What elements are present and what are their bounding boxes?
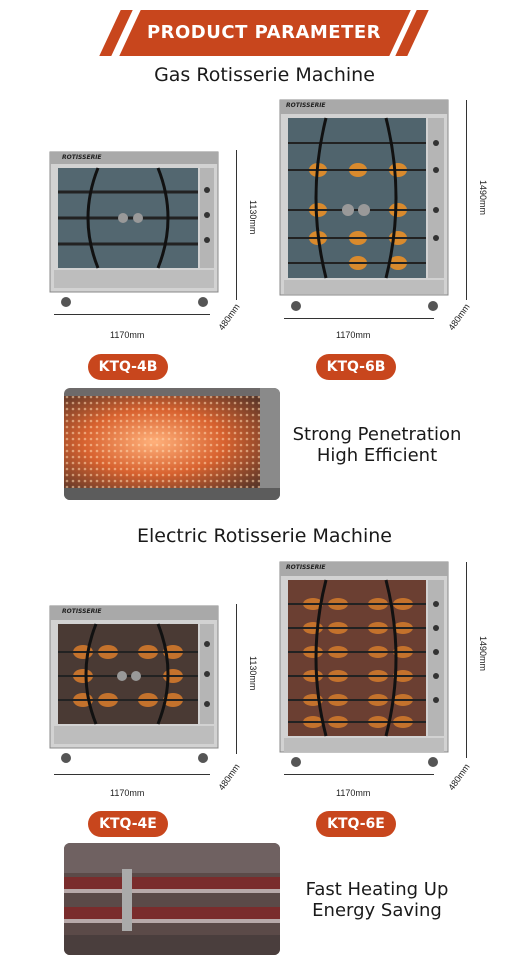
machine-ktq-4e-image: ROTISSERIE xyxy=(48,604,228,772)
machine-brand-label: ROTISSERIE xyxy=(62,154,102,161)
page-title: PRODUCT PARAMETER xyxy=(146,22,382,43)
height-dimension-line xyxy=(466,562,467,758)
machine-brand-label: ROTISSERIE xyxy=(62,608,102,615)
machine-brand-label: ROTISSERIE xyxy=(286,102,326,109)
electric-heater-photo xyxy=(64,843,280,955)
width-dimension-label: 1170mm xyxy=(336,330,371,340)
machine-ktq-6e-image: ROTISSERIE xyxy=(278,560,458,774)
machine-ktq-4b-image: ROTISSERIE xyxy=(48,150,228,320)
header-banner: PRODUCT PARAMETER xyxy=(99,10,429,56)
width-dimension-line xyxy=(54,774,210,775)
model-badge-ktq-4e: KTQ-4E xyxy=(88,811,168,837)
model-badge-ktq-4b: KTQ-4B xyxy=(88,354,168,380)
height-dimension-line xyxy=(236,604,237,754)
electric-section-title: Electric Rotisserie Machine xyxy=(137,525,392,547)
electric-feature-line-2: Energy Saving xyxy=(312,900,442,921)
height-dimension-label: 1490mm xyxy=(478,180,488,216)
height-dimension-label: 1130mm xyxy=(248,656,258,691)
width-dimension-label: 1170mm xyxy=(336,788,371,798)
electric-feature-line-1: Fast Heating Up xyxy=(305,879,449,900)
width-dimension-label: 1170mm xyxy=(110,330,145,340)
height-dimension-label: 1490mm xyxy=(478,636,488,672)
machine-ktq-6b-image: ROTISSERIE xyxy=(278,98,458,318)
gas-burner-photo xyxy=(64,388,280,500)
width-dimension-line xyxy=(54,314,210,315)
gas-feature-line-1: Strong Penetration xyxy=(292,424,462,445)
model-badge-ktq-6e: KTQ-6E xyxy=(316,811,396,837)
gas-section-title: Gas Rotisserie Machine xyxy=(154,64,375,86)
width-dimension-line xyxy=(284,774,434,775)
height-dimension-line xyxy=(236,150,237,300)
height-dimension-label: 1130mm xyxy=(248,200,258,235)
gas-feature-line-2: High Efficient xyxy=(316,445,438,466)
machine-brand-label: ROTISSERIE xyxy=(286,564,326,571)
model-badge-ktq-6b: KTQ-6B xyxy=(316,354,396,380)
height-dimension-line xyxy=(466,100,467,300)
width-dimension-label: 1170mm xyxy=(110,788,145,798)
width-dimension-line xyxy=(284,318,434,319)
